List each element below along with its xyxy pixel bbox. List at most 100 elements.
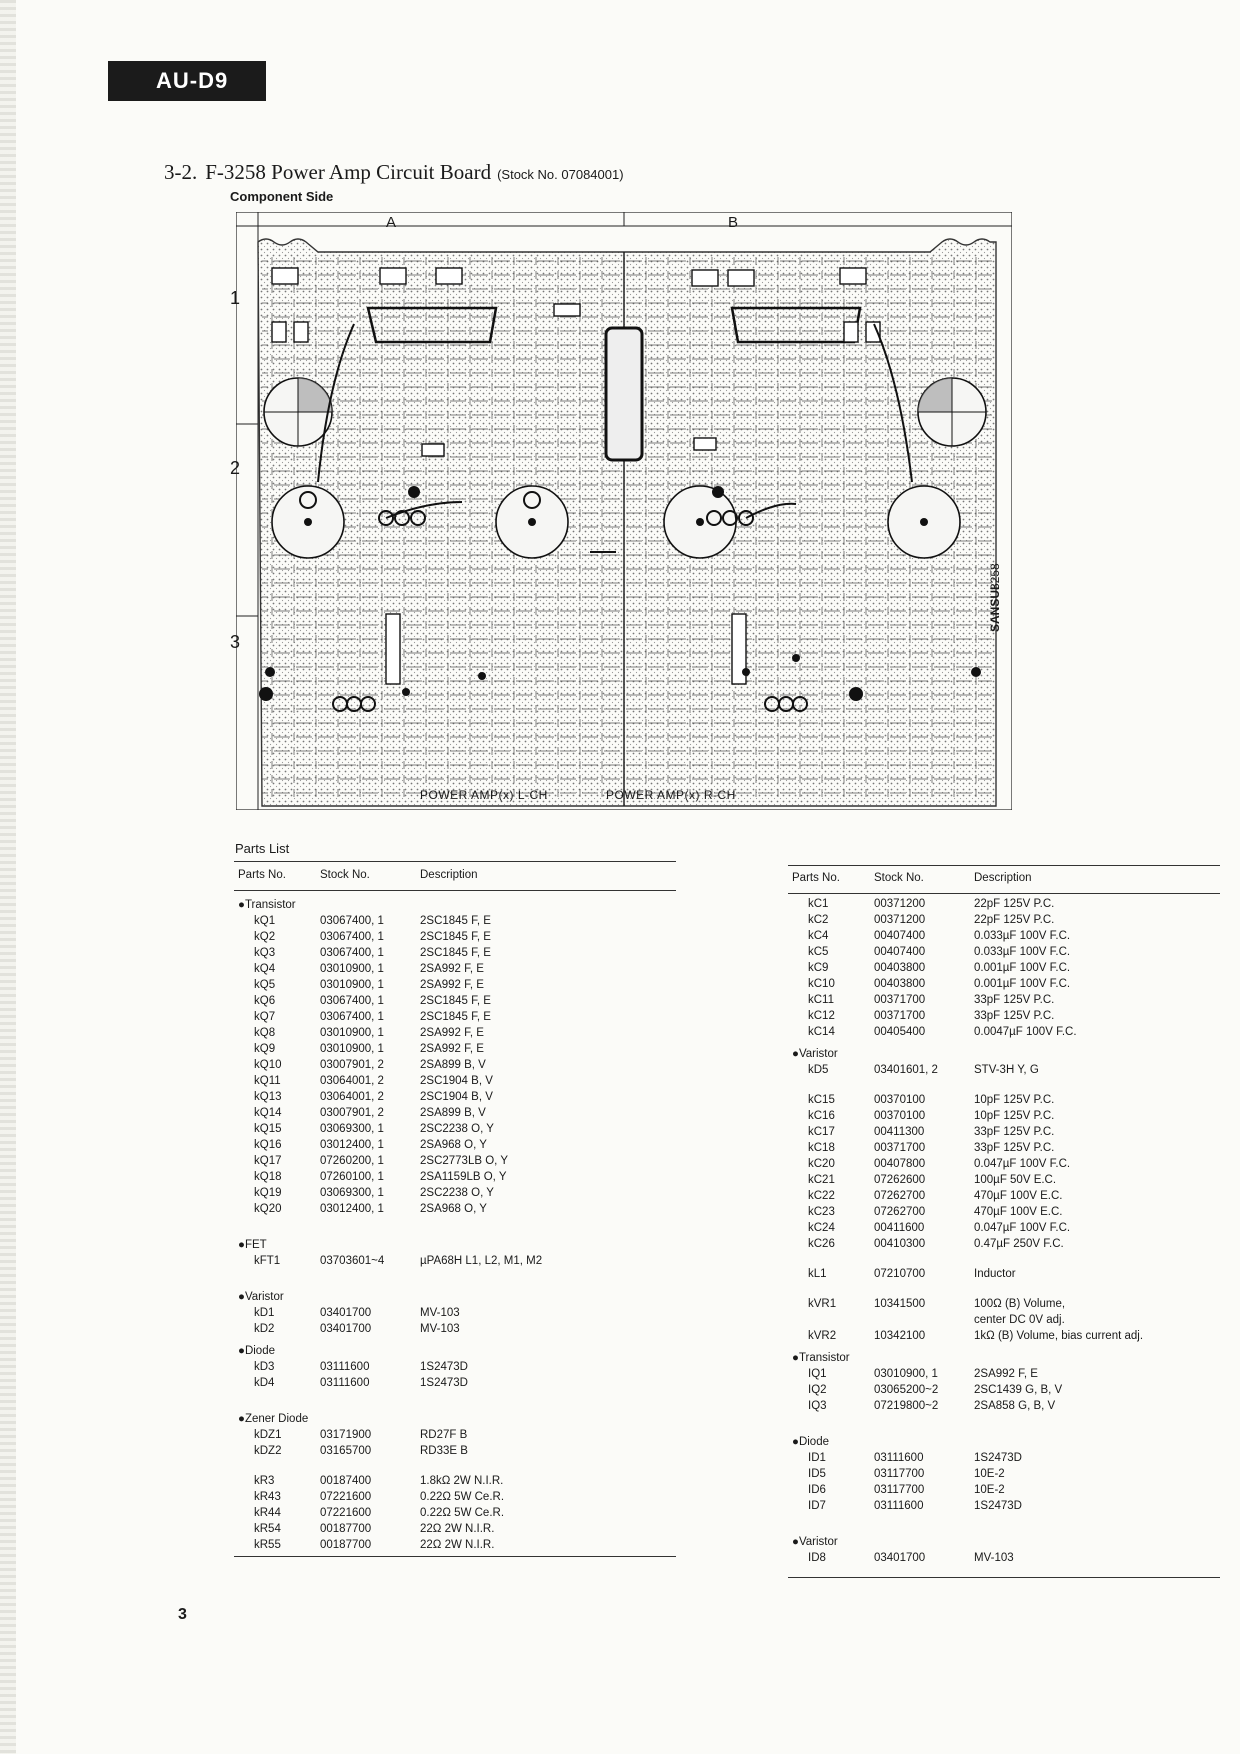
row-label-1: 1 — [230, 288, 241, 308]
right-header-rule — [788, 893, 1220, 894]
header-stock-no: Stock No. — [320, 869, 370, 881]
table-header: Parts No. Stock No. Description — [234, 867, 676, 883]
group-heading: ●Transistor — [238, 899, 296, 911]
part-number: kQ15 — [254, 1123, 282, 1135]
stock-number: 03401601, 2 — [874, 1064, 938, 1076]
part-number: kC2 — [808, 914, 829, 926]
part-number: kQ14 — [254, 1107, 282, 1119]
part-description: 33pF 125V P.C. — [974, 1010, 1055, 1022]
part-description: 0.22Ω 5W Ce.R. — [420, 1507, 505, 1519]
part-number: kD2 — [254, 1323, 275, 1335]
part-number: kR54 — [254, 1523, 281, 1535]
part-number: ID8 — [808, 1552, 826, 1564]
row-gap — [788, 1282, 1220, 1296]
stock-number: 03067400, 1 — [320, 947, 384, 959]
part-description: 10E-2 — [974, 1468, 1005, 1480]
right-top-rule — [788, 865, 1220, 866]
stock-number: 07221600 — [320, 1507, 372, 1519]
stock-number: 03007901, 2 — [320, 1107, 384, 1119]
part-description: 22pF 125V P.C. — [974, 914, 1055, 926]
part-number: kC10 — [808, 978, 835, 990]
table-row: kR43 07221600 0.22Ω 5W Ce.R. — [234, 1489, 676, 1505]
part-number: kDZ1 — [254, 1429, 282, 1441]
part-number: kC26 — [808, 1238, 835, 1250]
stock-number: 03012400, 1 — [320, 1139, 384, 1151]
part-description: 10E-2 — [974, 1484, 1005, 1496]
table-row: kFT1 03703601~4 µPA68H L1, L2, M1, M2 — [234, 1253, 676, 1269]
part-number: kFT1 — [254, 1255, 281, 1267]
part-number: kQ7 — [254, 1011, 276, 1023]
part-number: kDZ2 — [254, 1445, 282, 1457]
part-description: 2SA899 B, V — [420, 1059, 486, 1071]
part-description: 2SC2773LB O, Y — [420, 1155, 509, 1167]
stock-number: 00403800 — [874, 962, 926, 974]
row-gap — [234, 1391, 676, 1405]
stock-number: 03703601~4 — [320, 1255, 385, 1267]
part-number: kQ17 — [254, 1155, 282, 1167]
part-number: kQ2 — [254, 931, 276, 943]
table-row: center DC 0V adj. — [788, 1312, 1220, 1328]
part-number: kR55 — [254, 1539, 281, 1551]
part-description: 2SC2238 O, Y — [420, 1123, 494, 1135]
part-number: kR43 — [254, 1491, 281, 1503]
part-number: kC1 — [808, 898, 829, 910]
part-description: 2SC1904 B, V — [420, 1075, 493, 1087]
stock-number: 00371200 — [874, 914, 926, 926]
part-description: 1S2473D — [420, 1377, 468, 1389]
stock-number: 00403800 — [874, 978, 926, 990]
part-description: MV-103 — [974, 1552, 1014, 1564]
part-description: 0.22Ω 5W Ce.R. — [420, 1491, 505, 1503]
row-label-3: 3 — [230, 632, 241, 652]
part-description: 2SC2238 O, Y — [420, 1187, 494, 1199]
stock-number: 03111600 — [320, 1377, 370, 1389]
stock-number: 03067400, 1 — [320, 995, 384, 1007]
part-description: 33pF 125V P.C. — [974, 1126, 1055, 1138]
part-number: kQ11 — [254, 1075, 281, 1087]
part-description: 33pF 125V P.C. — [974, 1142, 1055, 1154]
part-number: kC18 — [808, 1142, 835, 1154]
part-description: 1S2473D — [974, 1500, 1022, 1512]
part-description: MV-103 — [420, 1323, 460, 1335]
group-heading: ●Varistor — [238, 1291, 284, 1303]
part-number: kVR2 — [808, 1330, 837, 1342]
part-number: kQ16 — [254, 1139, 282, 1151]
part-number: kQ8 — [254, 1027, 276, 1039]
header-stock-no: Stock No. — [874, 872, 924, 884]
part-number: kC9 — [808, 962, 829, 974]
part-number: kC4 — [808, 930, 829, 942]
stock-number: 03111600 — [320, 1361, 370, 1373]
stock-number: 07221600 — [320, 1491, 372, 1503]
stock-number: 00411600 — [874, 1222, 925, 1234]
part-description: µPA68H L1, L2, M1, M2 — [420, 1255, 543, 1267]
stock-number: 07260100, 1 — [320, 1171, 384, 1183]
column-label-a: A — [386, 214, 397, 231]
part-number: kQ5 — [254, 979, 276, 991]
